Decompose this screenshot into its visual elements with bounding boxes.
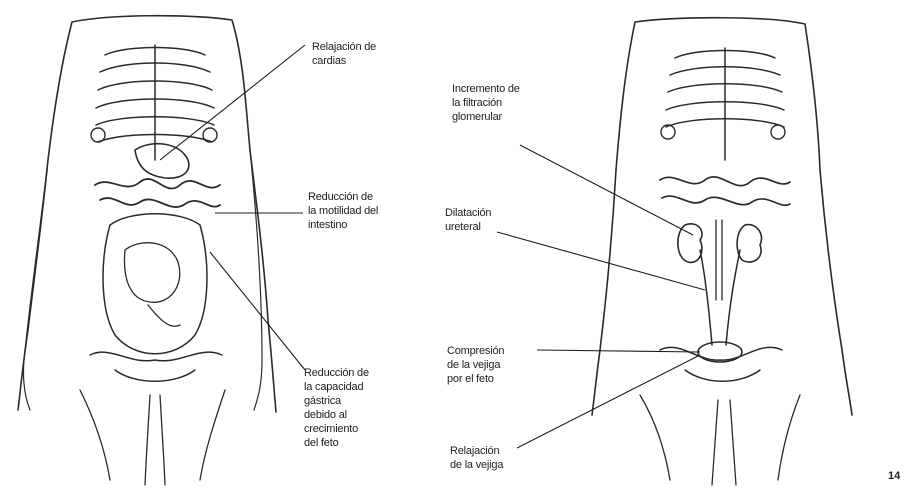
page-number: 14	[888, 470, 900, 482]
right-body-outline	[592, 18, 852, 415]
label-relajacion-cardias: Relajación de cardias	[312, 40, 376, 68]
left-legs	[80, 390, 225, 485]
left-intestine	[95, 179, 220, 207]
label-dilatacion-ureteral: Dilatación ureteral	[445, 206, 491, 234]
label-filtracion-glomerular: Incremento de la filtración glomerular	[452, 82, 520, 124]
leader-compresion	[537, 350, 700, 352]
leader-lines	[160, 45, 705, 448]
label-relajacion-vejiga: Relajación de la vejiga	[450, 444, 503, 472]
leader-cardias	[160, 45, 305, 160]
left-breast-l	[91, 128, 105, 142]
right-intestine	[660, 177, 790, 205]
right-vessels	[716, 220, 722, 300]
leader-estomago	[210, 252, 305, 370]
left-arm-r	[250, 150, 262, 410]
left-uterus	[103, 214, 207, 354]
right-ureters	[700, 250, 740, 345]
right-legs	[640, 395, 800, 485]
left-stomach	[135, 144, 189, 179]
label-compresion-vejiga: Compresión de la vejiga por el feto	[447, 344, 504, 386]
left-pelvis	[90, 352, 222, 381]
leader-filtracion	[520, 145, 693, 235]
left-torso-figure	[18, 16, 276, 485]
right-bladder	[698, 342, 742, 362]
right-breast-r	[771, 125, 785, 139]
right-kidney-r	[737, 225, 761, 262]
label-capacidad-gastrica: Reducción de la capacidad gástrica debid…	[304, 366, 369, 450]
right-breast-l	[661, 125, 675, 139]
right-ribcage	[666, 48, 784, 160]
left-ribcage	[96, 45, 214, 160]
right-torso-figure	[592, 18, 852, 485]
leader-dilatacion	[497, 232, 705, 290]
left-breast-r	[203, 128, 217, 142]
label-motilidad-intestino: Reducción de la motilidad del intestino	[308, 190, 378, 232]
right-pelvis	[660, 347, 782, 381]
leader-relajacion	[517, 355, 700, 448]
left-fetus	[124, 243, 180, 327]
